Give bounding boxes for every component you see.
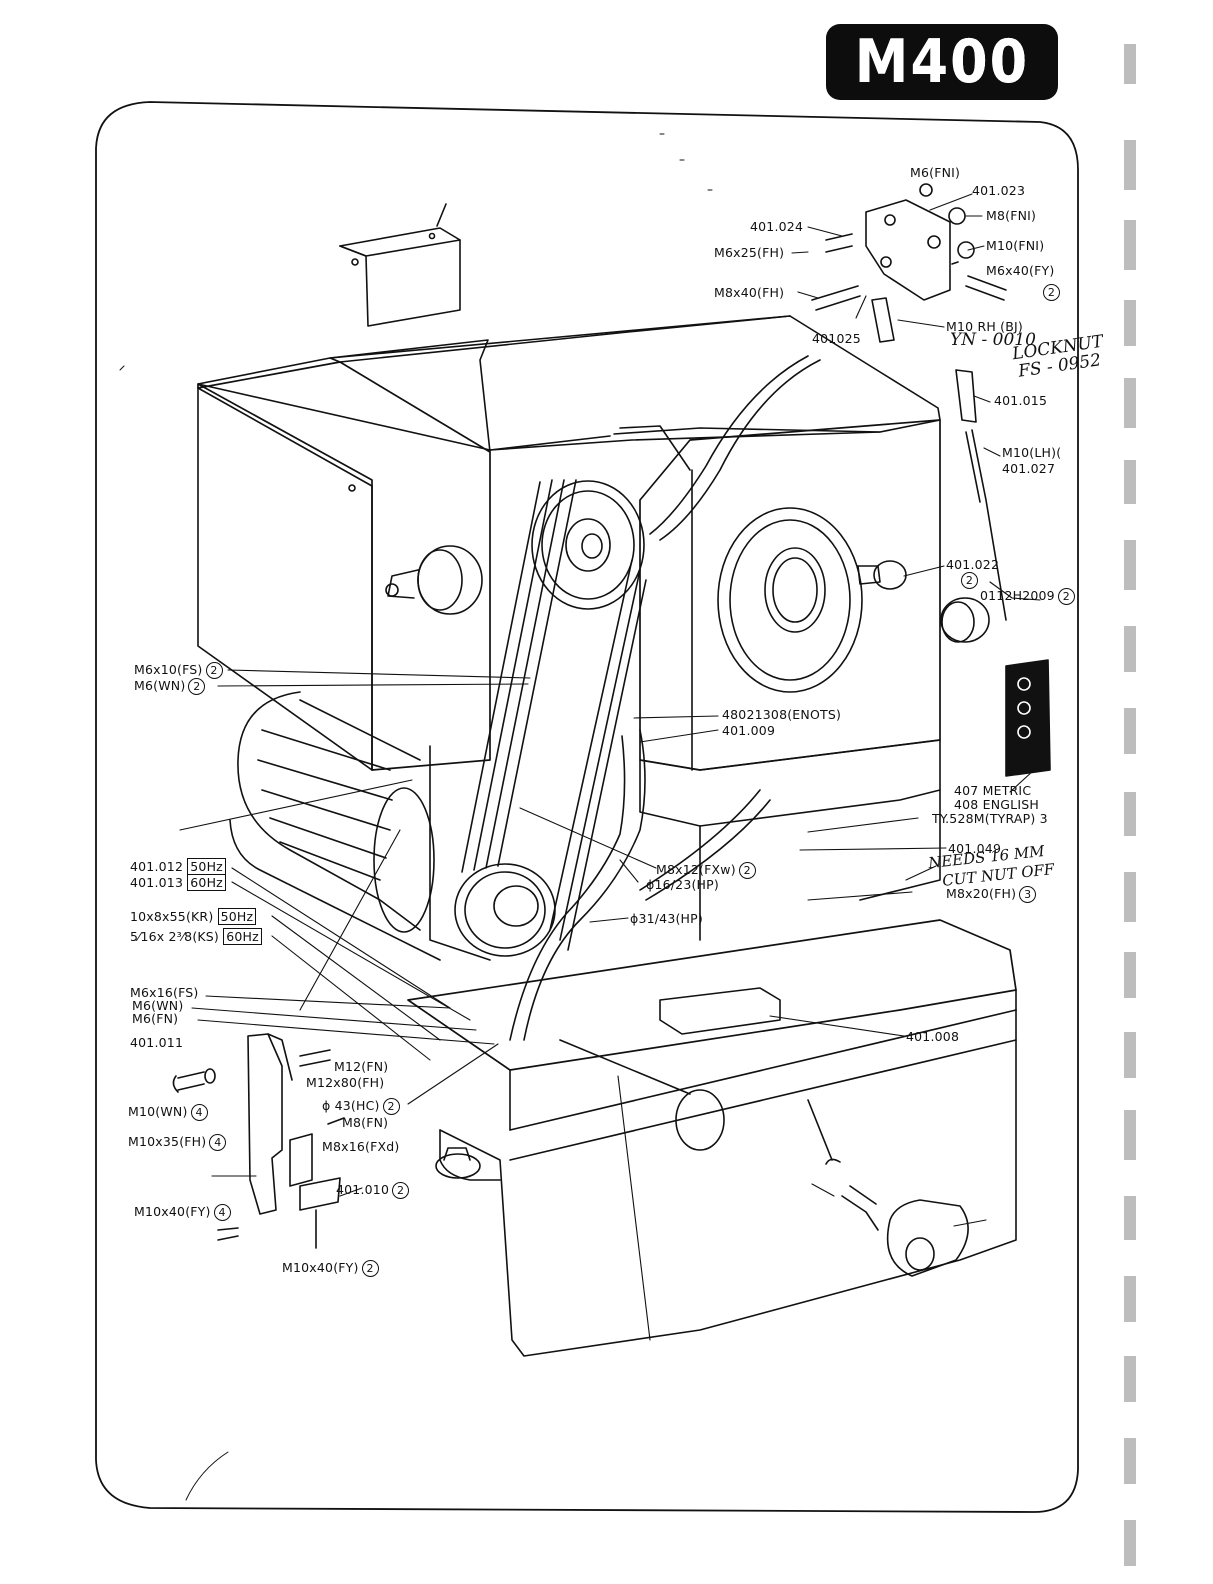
- label-m10x40-fy-bottom: M10x40(FY)2: [282, 1260, 379, 1277]
- label-phi16-23: ϕ16/23(HP): [646, 877, 719, 892]
- label-m6x10-fs: M6x10(FS)2: [134, 662, 223, 679]
- mounting-bracket: [172, 1033, 345, 1249]
- label-401-008: 401.008: [906, 1029, 960, 1044]
- label-m8x12-fxw: M8x12(FXw)2: [656, 862, 756, 879]
- label-401-009: 401.009: [722, 723, 776, 738]
- hose-lines: [509, 355, 821, 1041]
- label-m6-wn-2: M6(WN): [132, 998, 184, 1013]
- compressor-right-block: [639, 419, 990, 941]
- compressor-top: [197, 315, 941, 471]
- label-m12x80-fh: M12x80(FH): [306, 1075, 385, 1090]
- title-badge: [826, 24, 1058, 100]
- label-m6-fn: M6(FN): [132, 1011, 179, 1026]
- label-408-english: 408 ENGLISH: [954, 797, 1039, 812]
- label-m8x40-fh: M8x40(FH): [714, 285, 785, 300]
- electric-motor: [229, 691, 441, 961]
- label-m8-fni: M8(FNI): [986, 208, 1037, 223]
- data-plate: [1005, 659, 1051, 777]
- label-401-024: 401.024: [750, 219, 804, 234]
- label-48021308: 48021308(ENOTS): [722, 707, 842, 722]
- label-401-049: 401.049: [948, 841, 1002, 856]
- cover-plate: [339, 203, 461, 327]
- label-401-011: 401.011: [130, 1035, 184, 1050]
- label-m10-rh-bj: M10 RH (BJ): [946, 319, 1023, 334]
- bottom-right-fitting: [807, 1099, 969, 1277]
- label-401-023: 401.023: [972, 183, 1026, 198]
- handwritten-yn-0010: YN - 0010: [950, 330, 1036, 350]
- label-407-metric: 407 METRIC: [954, 783, 1032, 798]
- label-belt-516: 5⁄16x 2³⁄8(KS) 60Hz: [130, 928, 262, 945]
- label-m10-fni: M10(FNI): [986, 238, 1045, 253]
- top-right-fittings: [811, 183, 1007, 621]
- page-title: M400: [854, 27, 1030, 97]
- label-m6-fni: M6(FNI): [910, 165, 961, 180]
- label-belt-10x8: 10x8x55(KR) 50Hz: [130, 908, 257, 925]
- label-m6x40-fy: M6x40(FY): [986, 263, 1055, 278]
- label-phi31-43: ϕ31/43(HP): [630, 911, 703, 926]
- binder-edge: [1124, 44, 1136, 1566]
- label-m8x20-fh: M8x20(FH)3: [946, 886, 1037, 903]
- label-m8-fn: M8(FN): [342, 1115, 389, 1130]
- label-ty528m: TY.528M(TYRAP) 3: [932, 811, 1048, 826]
- label-m12-fn: M12(FN): [334, 1059, 389, 1074]
- label-phi43-hc: ϕ 43(HC)2: [322, 1098, 400, 1115]
- qty-401-022: 2: [958, 572, 978, 589]
- label-401-013: 401.013 60Hz: [130, 874, 226, 891]
- label-m6x25-fh: M6x25(FH): [714, 245, 785, 260]
- label-401-022: 401.022: [946, 557, 1000, 572]
- label-m6x16-fs: M6x16(FS): [130, 985, 199, 1000]
- page-border: [95, 101, 1079, 1513]
- label-401-027: 401.027: [1002, 461, 1056, 476]
- label-m10x40-fy-left: M10x40(FY)4: [134, 1204, 231, 1221]
- label-401-015: 401.015: [994, 393, 1048, 408]
- label-m10-wn: M10(WN)4: [128, 1104, 208, 1121]
- stray-marks: [119, 133, 713, 1501]
- belt-drive: [429, 479, 647, 961]
- label-m10x35-fh: M10x35(FH)4: [128, 1134, 227, 1151]
- leader-lines: [179, 193, 1041, 1341]
- label-m8x16-fxd: M8x16(FXd): [322, 1139, 400, 1154]
- qty-m6x40-fy: 2: [1040, 284, 1060, 301]
- label-m10-lh: M10(LH)(: [1002, 445, 1062, 460]
- label-401025: 401025: [812, 331, 861, 346]
- label-m6-wn: M6(WN)2: [134, 678, 206, 695]
- base-tank: [407, 919, 1017, 1357]
- label-401-012: 401.012 50Hz: [130, 858, 226, 875]
- compressor-left-block: [197, 339, 491, 771]
